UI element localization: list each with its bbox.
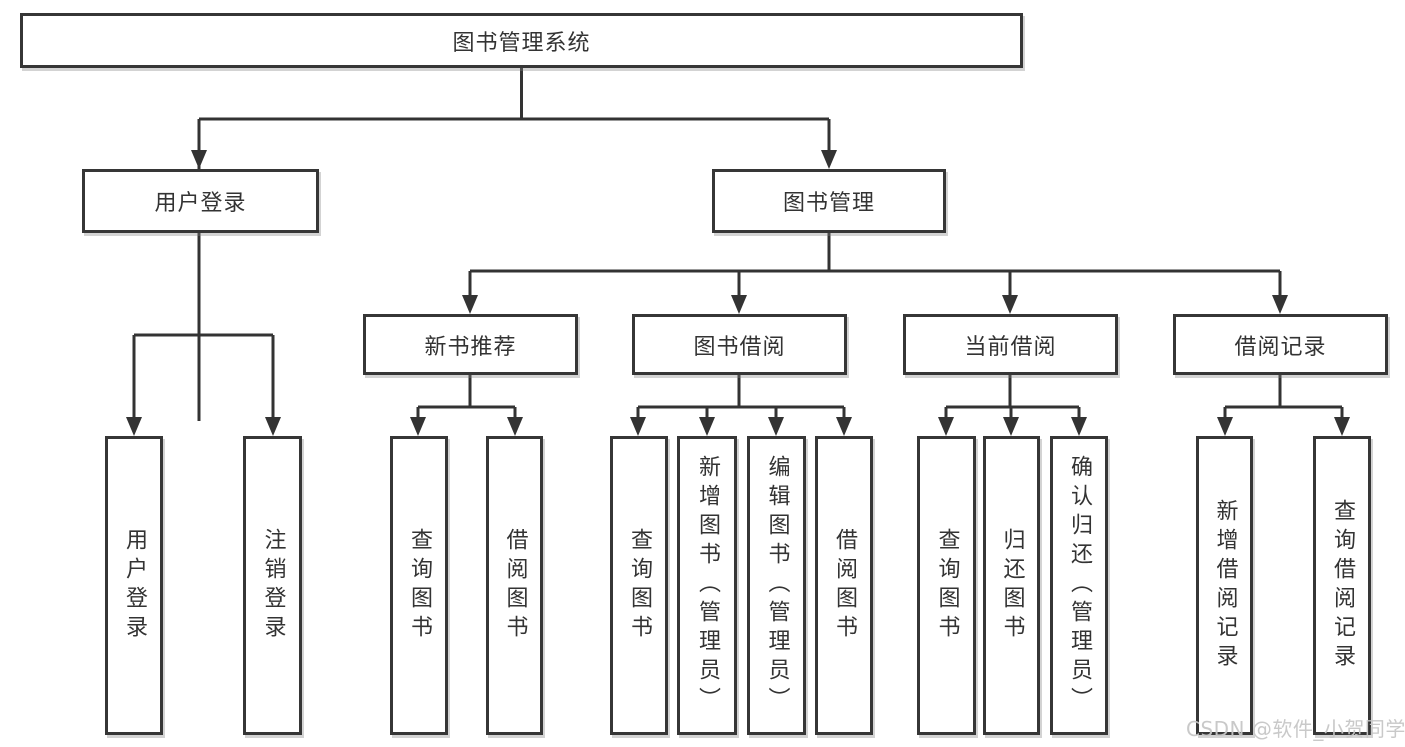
leaf-user-login: 用户登录 [105, 436, 163, 735]
leaf-query-book-current-label: 查询图书 [934, 527, 960, 644]
leaf-add-book-admin: 新增图书（管理员） [677, 436, 737, 735]
leaf-query-book-recommend: 查询图书 [390, 436, 448, 735]
leaf-return-book: 归还图书 [983, 436, 1040, 735]
leaf-borrow-book: 借阅图书 [815, 436, 873, 735]
node-book-management: 图书管理 [712, 169, 946, 233]
leaf-borrow-book-recommend: 借阅图书 [486, 436, 543, 735]
leaf-edit-book-admin-label: 编辑图书（管理员） [764, 455, 790, 716]
leaf-logout-label: 注销登录 [260, 527, 286, 644]
leaf-edit-book-admin: 编辑图书（管理员） [747, 436, 806, 735]
node-book-borrow: 图书借阅 [632, 314, 847, 375]
node-user-login: 用户登录 [82, 169, 319, 233]
leaf-query-book-current: 查询图书 [917, 436, 976, 735]
leaf-query-borrow-record-label: 查询借阅记录 [1330, 498, 1355, 673]
node-new-book-recommend: 新书推荐 [363, 314, 578, 375]
leaf-logout: 注销登录 [243, 436, 302, 735]
leaf-add-borrow-record-label: 新增借阅记录 [1212, 498, 1238, 673]
node-current-borrow: 当前借阅 [903, 314, 1118, 375]
leaf-query-borrow-record: 查询借阅记录 [1313, 436, 1371, 735]
node-borrow-record-label: 借阅记录 [1234, 334, 1327, 360]
leaf-query-book-recommend-label: 查询图书 [407, 527, 432, 644]
node-current-borrow-label: 当前借阅 [964, 334, 1057, 360]
csdn-watermark: CSDN @软件_小贺同学 [1186, 717, 1405, 741]
leaf-confirm-return-admin-label: 确认归还（管理员） [1067, 455, 1092, 716]
node-new-book-recommend-label: 新书推荐 [424, 334, 517, 360]
node-book-borrow-label: 图书借阅 [693, 334, 786, 360]
node-borrow-record: 借阅记录 [1173, 314, 1388, 375]
leaf-query-book-borrow: 查询图书 [610, 436, 668, 735]
leaf-query-book-borrow-label: 查询图书 [627, 527, 652, 644]
leaf-add-borrow-record: 新增借阅记录 [1196, 436, 1253, 735]
arrowheads [126, 150, 1350, 436]
leaf-user-login-label: 用户登录 [122, 527, 147, 644]
leaf-borrow-book-recommend-label: 借阅图书 [502, 527, 528, 644]
node-root-label: 图书管理系统 [452, 30, 591, 56]
node-user-login-label: 用户登录 [154, 191, 247, 216]
node-book-management-label: 图书管理 [782, 191, 875, 216]
leaf-borrow-book-label: 借阅图书 [832, 527, 857, 644]
node-root: 图书管理系统 [20, 13, 1023, 68]
leaf-return-book-label: 归还图书 [999, 527, 1025, 644]
leaf-confirm-return-admin: 确认归还（管理员） [1050, 436, 1108, 735]
leaf-add-book-admin-label: 新增图书（管理员） [695, 455, 720, 716]
